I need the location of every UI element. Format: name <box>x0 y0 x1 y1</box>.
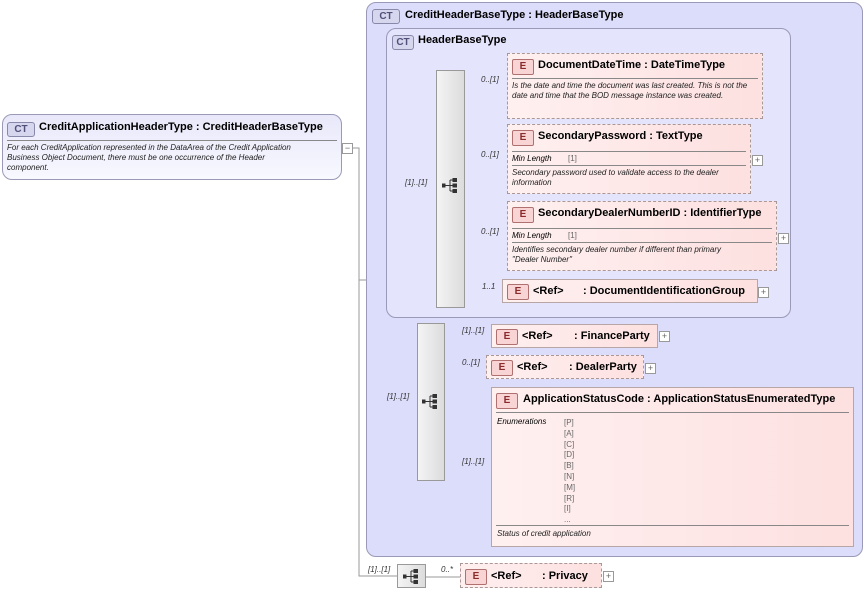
element-name: : FinanceParty <box>574 330 650 342</box>
element-badge-icon: E <box>512 59 534 75</box>
cardinality-label: 0..[1] <box>481 75 499 84</box>
expand-icon[interactable]: + <box>752 155 763 166</box>
ref-label: <Ref> <box>533 285 564 297</box>
element-badge-icon: E <box>465 569 487 585</box>
credit-header-base-type-title: CreditHeaderBaseType : HeaderBaseType <box>405 9 624 21</box>
enumeration-value: [A] <box>564 428 574 438</box>
cardinality-label: 0..* <box>441 565 454 574</box>
root-type-box[interactable]: CT CreditApplicationHeaderType : CreditH… <box>2 114 342 180</box>
sequence-cardinality: [1]..[1] <box>368 565 391 574</box>
facet-value: [1] <box>568 231 577 240</box>
sequence-icon <box>442 178 457 193</box>
element-application-status-code[interactable]: E ApplicationStatusCode : ApplicationSta… <box>491 387 854 547</box>
element-title: DocumentDateTime : DateTimeType <box>538 59 726 71</box>
element-title: ApplicationStatusCode : ApplicationStatu… <box>523 393 836 405</box>
cardinality-label: 0..[1] <box>462 358 480 367</box>
ref-label: <Ref> <box>491 570 522 582</box>
enumerations-label: Enumerations <box>497 417 547 426</box>
facet-label: Min Length <box>512 154 552 163</box>
ref-label: <Ref> <box>522 330 553 342</box>
enumeration-value: [P] <box>564 418 574 427</box>
element-badge-icon: E <box>496 393 518 409</box>
complex-type-badge-icon: CT <box>392 35 414 50</box>
element-name: : DocumentIdentificationGroup <box>583 285 745 297</box>
cardinality-label: [1]..[1] <box>462 326 485 335</box>
sequence-icon <box>403 569 418 584</box>
cardinality-label: 0..[1] <box>481 227 499 236</box>
element-badge-icon: E <box>491 360 513 376</box>
complex-type-badge-icon: CT <box>372 9 400 24</box>
facet-label: Min Length <box>512 231 552 240</box>
element-name: : DealerParty <box>569 361 637 373</box>
sequence-icon <box>422 394 437 409</box>
enumeration-value: [R] <box>564 493 575 503</box>
sequence-cardinality: [1]..[1] <box>387 392 410 401</box>
element-title: SecondaryDealerNumberID : IdentifierType <box>538 207 762 219</box>
element-badge-icon: E <box>512 130 534 146</box>
element-doc: Secondary password used to validate acce… <box>512 168 719 187</box>
header-base-type-title: HeaderBaseType <box>418 34 507 46</box>
expand-icon[interactable]: + <box>758 287 769 298</box>
element-secondary-dealer-number-id[interactable]: E SecondaryDealerNumberID : IdentifierTy… <box>507 201 777 271</box>
element-finance-party[interactable]: E <Ref> : FinanceParty <box>491 324 658 348</box>
element-doc: Is the date and time the document was la… <box>512 81 748 100</box>
element-title: SecondaryPassword : TextType <box>538 130 703 142</box>
expand-icon[interactable]: + <box>778 233 789 244</box>
facet-value: [1] <box>568 154 577 163</box>
ref-label: <Ref> <box>517 361 548 373</box>
cardinality-label: [1]..[1] <box>462 457 485 466</box>
element-secondary-password[interactable]: E SecondaryPassword : TextType Min Lengt… <box>507 124 751 194</box>
element-badge-icon: E <box>496 329 518 345</box>
collapse-root-icon[interactable]: − <box>342 143 353 154</box>
cardinality-label: 0..[1] <box>481 150 499 159</box>
element-name: : Privacy <box>542 570 588 582</box>
sequence-cardinality: [1]..[1] <box>405 178 428 187</box>
expand-icon[interactable]: + <box>645 363 656 374</box>
element-doc: Identifies secondary dealer number if di… <box>512 245 721 264</box>
enumeration-value: [N] <box>564 472 575 481</box>
enumeration-value: [C] <box>564 439 575 449</box>
complex-type-badge-icon: CT <box>7 122 35 137</box>
element-document-identification-group[interactable]: E <Ref> : DocumentIdentificationGroup <box>502 279 758 303</box>
root-type-doc: For each CreditApplication represented i… <box>7 143 291 172</box>
element-document-datetime[interactable]: E DocumentDateTime : DateTimeType Is the… <box>507 53 763 119</box>
cardinality-label: 1..1 <box>482 282 496 291</box>
element-doc: Status of credit application <box>497 529 591 538</box>
enumeration-value: [B] <box>564 461 574 471</box>
enumeration-value: [D] <box>564 450 575 460</box>
element-privacy[interactable]: E <Ref> : Privacy <box>460 563 602 588</box>
enumeration-value: ... <box>564 515 571 525</box>
expand-icon[interactable]: + <box>659 331 670 342</box>
enumeration-value: [I] <box>564 504 571 514</box>
element-badge-icon: E <box>507 284 529 300</box>
enumeration-value: [M] <box>564 482 576 492</box>
expand-icon[interactable]: + <box>603 571 614 582</box>
root-type-title: CreditApplicationHeaderType : CreditHead… <box>39 121 323 133</box>
element-dealer-party[interactable]: E <Ref> : DealerParty <box>486 355 644 379</box>
element-badge-icon: E <box>512 207 534 223</box>
